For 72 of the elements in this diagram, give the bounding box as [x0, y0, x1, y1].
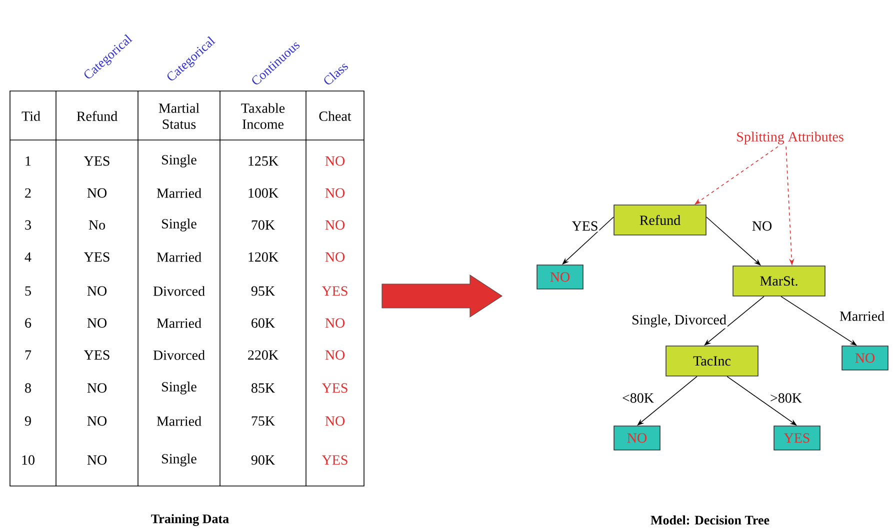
table-cell: Divorced	[153, 286, 205, 296]
table-cell: 1	[26, 156, 31, 166]
column-header: Cheat	[319, 111, 352, 121]
table-cell: No	[88, 220, 106, 230]
table-cell: Married	[156, 416, 202, 426]
table-cell: 60K	[252, 318, 275, 328]
column-header: Refund	[76, 111, 118, 121]
table-cell: NO	[325, 416, 345, 426]
table-cell: YES	[322, 286, 348, 296]
caption: Training Data	[151, 514, 229, 526]
edge-label: Married	[838, 310, 886, 322]
column-header: Tid	[22, 111, 40, 121]
table-cell: NO	[325, 252, 345, 262]
table-cell: 75K	[252, 416, 275, 426]
table-cell: 125K	[248, 156, 278, 166]
edge-label: >80K	[769, 392, 803, 404]
leaf-box: NO	[842, 346, 888, 370]
table-cell: Married	[156, 188, 202, 198]
edge-label: NO	[750, 220, 774, 232]
table-cell: 85K	[251, 383, 275, 393]
table-cell: NO	[87, 188, 107, 198]
table-cell: Single	[162, 454, 196, 466]
table-cell: NO	[325, 156, 345, 166]
category-label: Class	[324, 64, 348, 84]
table-cell: Married	[156, 318, 202, 328]
table-cell: 3	[25, 220, 31, 230]
column-header: Taxable Income	[241, 103, 285, 129]
decision-box: MarSt.	[732, 266, 826, 296]
table-cell: 70K	[252, 220, 275, 230]
table-cell: NO	[325, 188, 345, 198]
table-cell: YES	[84, 252, 110, 262]
table-cell: 100K	[248, 188, 278, 198]
table-cell: NO	[325, 350, 345, 360]
table-cell: NO	[325, 318, 345, 328]
table-cell: NO	[87, 318, 107, 328]
table-cell: 4	[24, 252, 32, 262]
column-header: Martial Status	[158, 103, 200, 129]
table-cell: Married	[156, 252, 202, 262]
table-cell: YES	[84, 350, 110, 360]
table-cell: Single	[162, 218, 196, 232]
table-cell: 220K	[248, 350, 278, 360]
table-cell: Single	[162, 382, 196, 394]
table-cell: YES	[322, 455, 348, 465]
edge-label: Single, Divorced	[630, 314, 728, 328]
annotation-text: Splitting Attributes	[737, 132, 844, 144]
table-cell: NO	[87, 286, 107, 296]
table-cell: 7	[25, 350, 32, 360]
table-cell: YES	[84, 156, 110, 166]
table-cell: NO	[325, 220, 345, 230]
table-cell: 6	[25, 318, 32, 328]
edge-label: YES	[570, 220, 600, 232]
table-cell: YES	[322, 383, 348, 393]
table-cell: 8	[25, 383, 31, 393]
decision-box: Refund	[614, 204, 706, 236]
table-cell: Single	[162, 154, 196, 168]
leaf-box: YES	[774, 426, 820, 450]
table-cell: 5	[25, 286, 31, 296]
table-cell: 90K	[251, 455, 275, 465]
table-cell: NO	[87, 455, 107, 465]
decision-box: TacInc	[666, 346, 758, 376]
table-cell: NO	[87, 383, 107, 393]
table-cell: NO	[87, 416, 107, 426]
table-cell: 120K	[248, 252, 278, 262]
table-cell: Divorced	[153, 350, 205, 360]
caption: Model: Decision Tree	[650, 515, 770, 525]
table-cell: 9	[24, 416, 31, 426]
edge-label: <80K	[621, 392, 655, 404]
leaf-box: NO	[536, 264, 584, 290]
table-cell: 2	[25, 188, 31, 198]
table-cell: 10	[22, 455, 34, 465]
table-cell: 95K	[251, 286, 275, 296]
leaf-box: NO	[614, 426, 660, 450]
